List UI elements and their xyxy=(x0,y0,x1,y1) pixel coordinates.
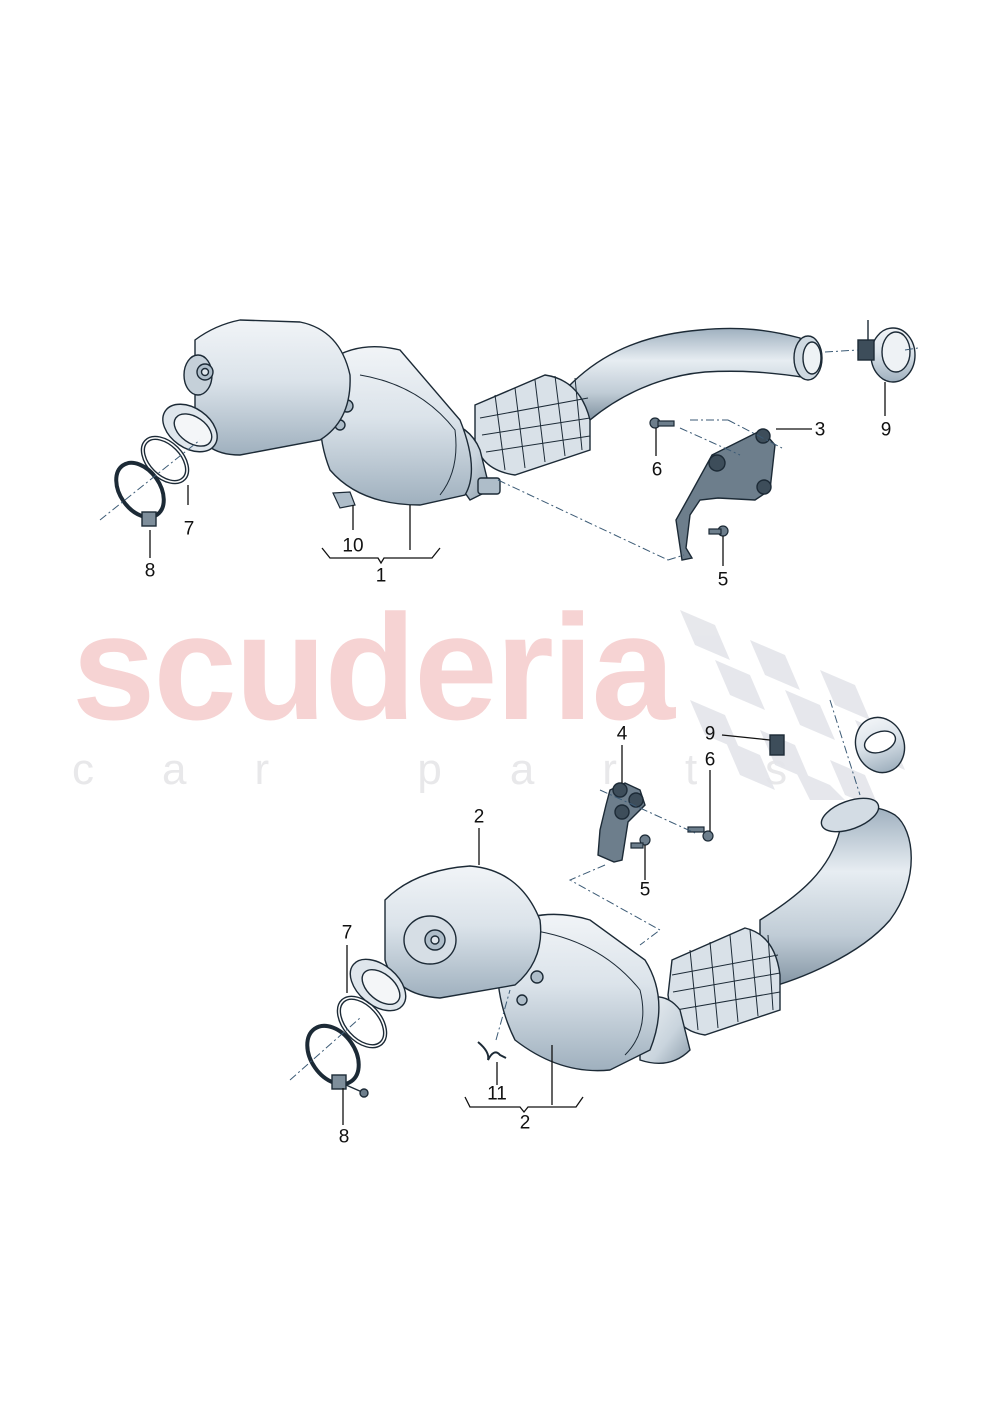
callout-9-lower: 9 xyxy=(704,723,716,745)
callout-1: 1 xyxy=(375,565,387,587)
upper-bolt-6 xyxy=(649,417,675,429)
upper-alignment-lines xyxy=(99,347,919,561)
callout-7-upper: 7 xyxy=(183,518,195,540)
lower-alignment-lines xyxy=(289,699,861,1081)
upper-leader-lines xyxy=(149,382,886,566)
callout-4: 4 xyxy=(616,723,628,745)
callout-7-lower: 7 xyxy=(341,922,353,944)
lower-clip-11 xyxy=(477,1041,507,1061)
upper-clip-10 xyxy=(332,491,356,509)
upper-bolt-5 xyxy=(708,525,729,537)
upper-pipe-clamp-9 xyxy=(857,320,916,383)
upper-bracket-3 xyxy=(675,428,776,561)
callout-11: 11 xyxy=(487,1083,507,1105)
lower-vband-clamp-8 xyxy=(305,1023,369,1098)
lower-assembly xyxy=(349,797,912,1072)
callout-6-upper: 6 xyxy=(651,459,663,481)
lower-bracket-4 xyxy=(597,782,646,863)
lower-leader-lines xyxy=(342,734,771,1125)
upper-assembly xyxy=(162,319,823,506)
watermark-brand: scuderia xyxy=(72,583,675,751)
lower-seal-ring-7 xyxy=(336,995,388,1049)
lower-bolt-5 xyxy=(630,834,651,849)
callout-8-lower: 8 xyxy=(338,1126,350,1148)
checkered-flag-watermark xyxy=(680,610,905,810)
lower-pipe-clamp-9 xyxy=(769,716,906,774)
watermark-subtitle: car parts xyxy=(72,745,856,794)
callout-2-bracket: 2 xyxy=(519,1112,531,1134)
callout-5-lower: 5 xyxy=(639,879,651,901)
callout-3: 3 xyxy=(814,419,826,441)
callout-6-lower: 6 xyxy=(704,749,716,771)
callout-2-top: 2 xyxy=(473,806,485,828)
callout-8-upper: 8 xyxy=(144,560,156,582)
upper-vband-clamp-8 xyxy=(114,460,166,527)
callout-5-upper: 5 xyxy=(717,569,729,591)
lower-bolt-6 xyxy=(687,826,714,842)
callout-10: 10 xyxy=(342,535,364,557)
callout-9-upper: 9 xyxy=(880,419,892,441)
